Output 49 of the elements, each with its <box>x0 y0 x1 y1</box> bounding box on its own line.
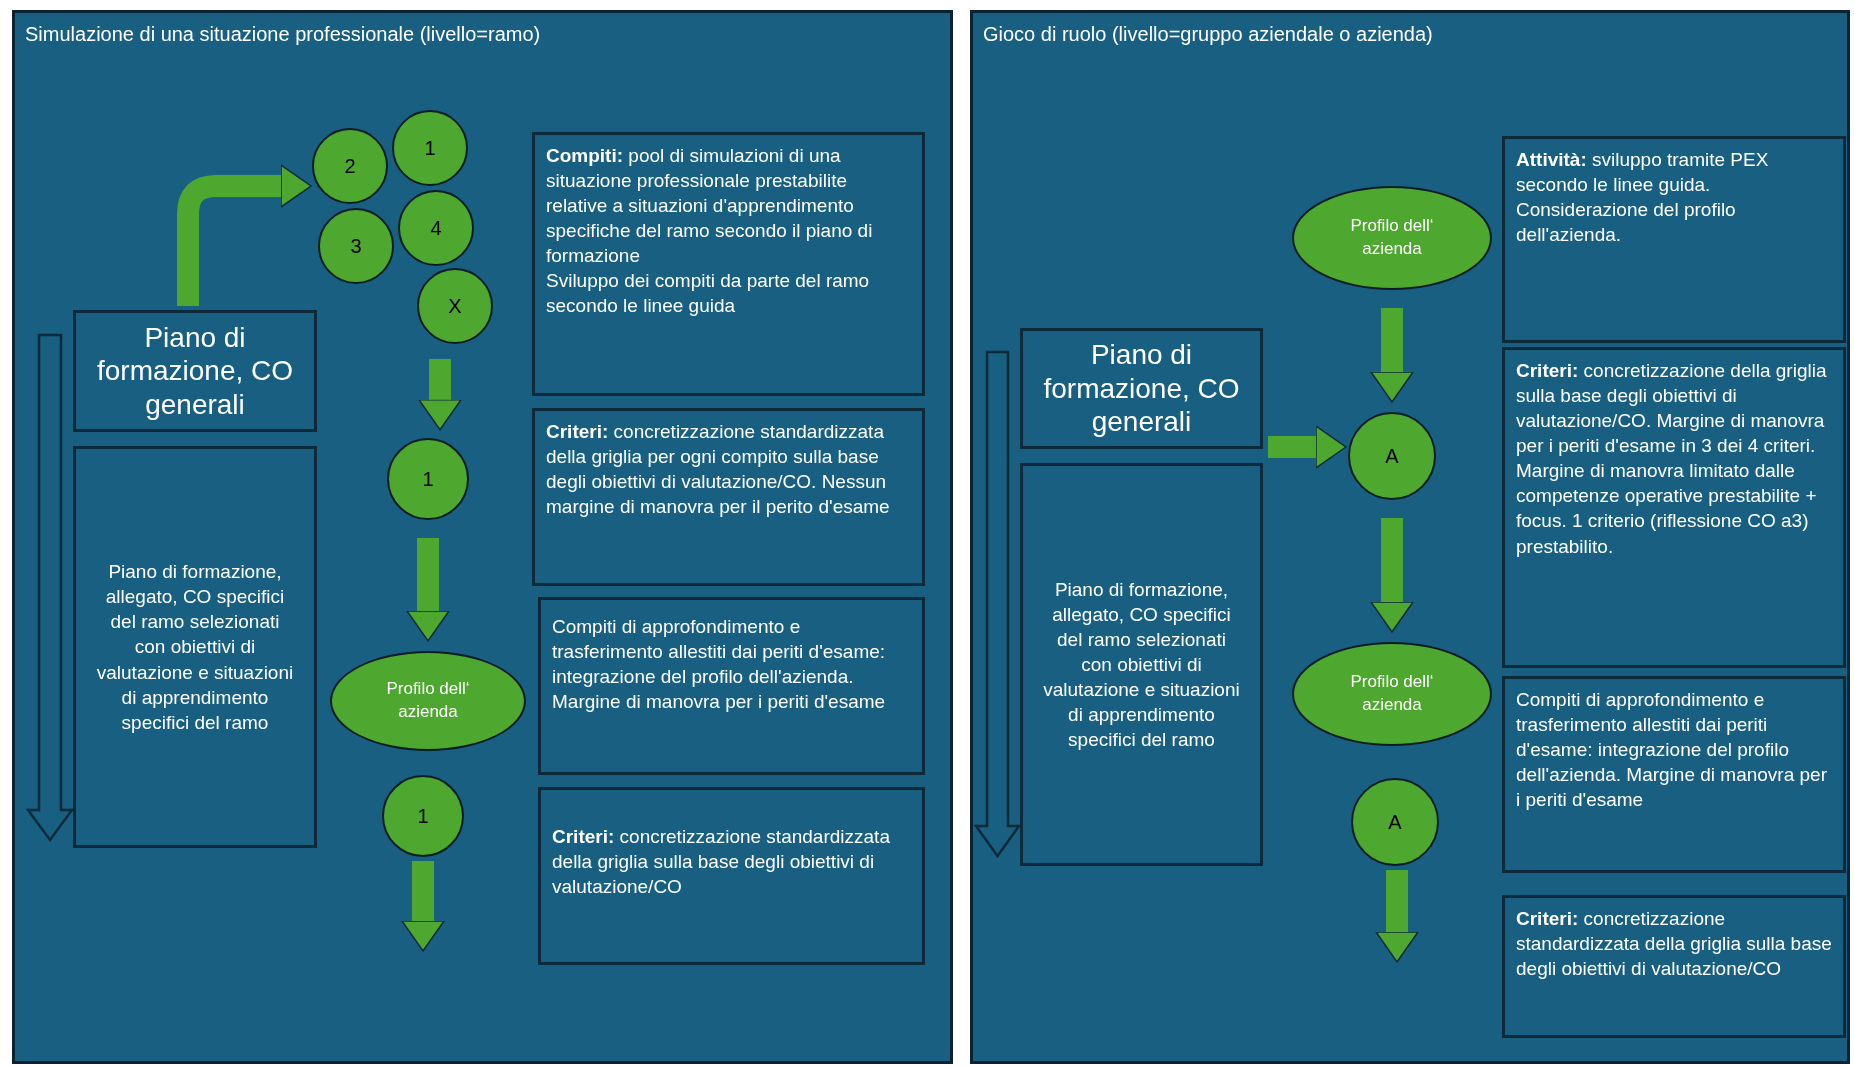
text-box <box>532 408 925 586</box>
block-arrow <box>1370 518 1414 633</box>
text-box <box>538 597 925 775</box>
block-arrow <box>1268 425 1347 469</box>
process-box <box>73 446 317 848</box>
text-box <box>538 787 925 965</box>
step-number: 4 <box>430 216 442 240</box>
text-box <box>1502 676 1846 873</box>
process-box <box>1020 328 1263 449</box>
box-text: Attività: sviluppo tramite PEX secondo le linee guida. Considerazione del profilo dell'azienda. <box>1516 149 1769 246</box>
box-text: Criteri: concretizzazione standardizzata della griglia sulla base degli obiettivi di valutazione/CO <box>1516 908 1832 980</box>
box-text: Piano di formazione, allegato, CO specifici del ramo selezionati con obiettivi di valutazione e situazioni di apprendimento specifici del ramo <box>1042 577 1241 753</box>
box-text: Sviluppo dei compiti da parte del ramo secondo le linee guida <box>546 269 871 319</box>
block-arrow <box>401 861 445 952</box>
step-number: 1 <box>424 136 436 160</box>
panel-background <box>12 10 953 1064</box>
process-box <box>73 310 317 432</box>
block-arrow <box>406 538 450 642</box>
text-box <box>1502 895 1846 1038</box>
step-number: 1 <box>422 467 434 491</box>
box-text: Criteri: concretizzazione standardizzata della griglia sulla base degli obiettivi di valutazione/CO <box>552 826 890 898</box>
text-box <box>532 132 925 396</box>
box-heading: Piano di formazione, CO generali <box>95 320 295 422</box>
profile-label: Profilo dell‘ azienda <box>1349 671 1435 716</box>
box-heading: Piano di formazione, CO generali <box>1042 338 1241 439</box>
panel-title: Simulazione di una situazione professionale (livello=ramo) <box>25 23 541 46</box>
text-box <box>1502 347 1846 668</box>
block-arrow <box>177 164 312 306</box>
block-arrow <box>418 358 462 431</box>
panel-title: Gioco di ruolo (livello=gruppo aziendale o azienda) <box>983 23 1433 46</box>
process-box <box>1020 463 1263 866</box>
box-text: Criteri: concretizzazione standardizzata della griglia per ogni compito sulla base degli obiettivi di valutazione/CO. Nessun margine di manovra per il perito d'esame <box>546 421 890 518</box>
step-number: X <box>448 294 462 318</box>
step-number: 2 <box>344 154 356 178</box>
box-text: Compiti di approfondimento e trasferimento allestiti dai periti d'esame: integrazione del profilo dell'azienda. Margine di manovra per i periti d'esame <box>1516 689 1827 811</box>
block-arrow <box>1370 308 1414 403</box>
step-number: 1 <box>417 804 429 828</box>
box-text: Compiti di approfondimento e trasferimento allestiti dai periti d'esame: integrazione del profilo dell'azienda. Margine di manovra per i periti d'esame <box>552 616 886 713</box>
box-text: Piano di formazione, allegato, CO specifici del ramo selezionati con obiettivi di valutazione e situazioni di apprendimento specifici del ramo <box>95 560 295 735</box>
profile-label: Profilo dell‘ azienda <box>385 678 471 723</box>
step-number: A <box>1388 810 1402 834</box>
text-box <box>1502 136 1846 343</box>
box-text: Compiti: pool di simulazioni di una situazione professionale prestabilite relative a situazioni d'apprendimento specifiche del ramo secondo il piano di formazione <box>546 144 874 269</box>
block-arrow <box>1375 869 1419 963</box>
profile-label: Profilo dell‘ azienda <box>1349 215 1435 260</box>
step-number: A <box>1385 444 1399 468</box>
panel-background <box>970 10 1850 1064</box>
step-number: 3 <box>350 234 362 258</box>
box-text: Criteri: concretizzazione della griglia sulla base degli obiettivi di valutazione/CO. Margine di manovra per i periti d'esame in 3 dei 4 criteri. Margine di manovra limitato dalle competenze operative prestabilite + focus. 1 criterio (riflessione CO a3) prestabilito. <box>1516 360 1827 557</box>
